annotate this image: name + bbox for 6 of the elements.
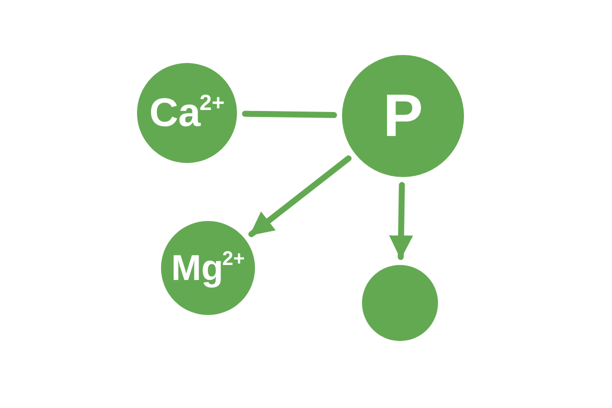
node-label: P <box>382 86 424 146</box>
connector-line <box>242 110 337 118</box>
node-label: Ca$^{2+}$ <box>149 93 225 133</box>
arrow <box>389 182 414 260</box>
node-label: Mg$^{2+}$ <box>171 250 245 286</box>
arrow <box>248 155 352 238</box>
